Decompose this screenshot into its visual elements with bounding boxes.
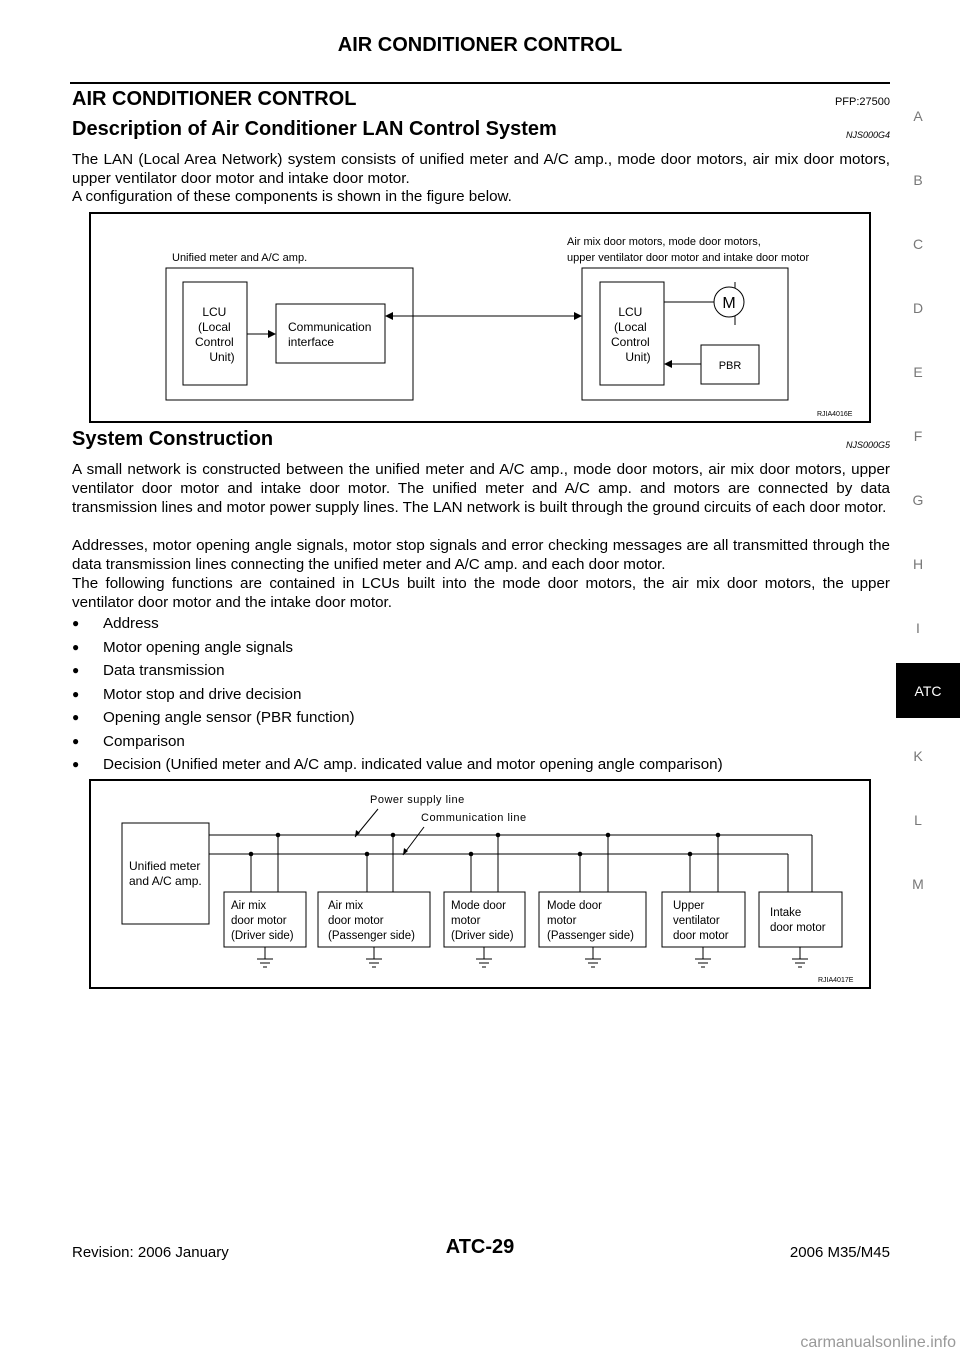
construction-paragraph-2: Addresses, motor opening angle signals, … (72, 537, 890, 573)
pbr-label: PBR (719, 360, 742, 372)
motors-label-line-1: Air mix door motors, mode door motors, (567, 236, 761, 248)
motor-lcu-box (599, 281, 665, 386)
footer-page-number: ATC-29 (445, 1236, 515, 1258)
motor-symbol (713, 286, 745, 318)
motor-label-air-mix-passenger: Air mix door motor (Passenger side) (328, 900, 415, 942)
motor-label-upper-ventilator: Upper ventilator door motor (673, 900, 729, 942)
comm-label-arrowhead (403, 848, 408, 855)
list-item: Motor stop and drive decision (72, 683, 723, 707)
figure-code: RJIA4017E (818, 977, 854, 984)
footer-revision: Revision: 2006 January (72, 1244, 229, 1261)
list-item: Decision (Unified meter and A/C amp. ind… (72, 753, 723, 777)
network-construction-diagram: Power supply line Communication line Uni… (121, 794, 854, 984)
construction-paragraph-1: A small network is constructed between t… (72, 461, 890, 516)
side-tab-b[interactable]: B (913, 172, 923, 188)
list-item: Address (72, 612, 723, 636)
unit-label: Unified meter and A/C amp. (172, 252, 307, 264)
list-item: Motor opening angle signals (72, 636, 723, 660)
construction-code: NJS000G5 (845, 440, 890, 450)
unit-box (165, 267, 414, 401)
drop-lines (250, 835, 813, 892)
side-tab-g[interactable]: G (912, 492, 924, 508)
side-tab-atc-active[interactable]: ATC (896, 663, 960, 718)
network-construction-figure: Power supply line Communication line Uni… (89, 779, 871, 989)
unit-lcu-label: LCU (Local Control Unit) (195, 305, 237, 364)
description-paragraph-2: A configuration of these components is s… (72, 188, 512, 205)
unified-meter-label: Unified meter and A/C amp. (129, 859, 204, 888)
description-paragraph-1: The LAN (Local Area Network) system cons… (72, 151, 890, 187)
side-tab-l[interactable]: L (914, 812, 922, 828)
list-item: Opening angle sensor (PBR function) (72, 706, 723, 730)
side-tab-k[interactable]: K (913, 748, 923, 764)
junction-dots (248, 832, 721, 857)
side-tab-h[interactable]: H (912, 556, 924, 572)
motor-lcu-label: LCU (Local Control Unit) (611, 305, 653, 364)
side-tab-m[interactable]: M (912, 876, 924, 892)
page-header-title: AIR CONDITIONER CONTROL (337, 34, 623, 56)
power-supply-label: Power supply line (370, 794, 465, 806)
lan-configuration-diagram: Unified meter and A/C amp. Air mix door … (165, 236, 853, 418)
construction-paragraph-3: The following functions are contained in… (72, 575, 890, 611)
side-tab-i[interactable]: I (916, 620, 920, 636)
side-tab-f[interactable]: F (913, 428, 923, 444)
watermark-link[interactable]: carmanualsonline.info (800, 1334, 956, 1351)
side-tab-e[interactable]: E (913, 364, 923, 380)
list-item: Data transmission (72, 659, 723, 683)
motor-symbol-label: M (722, 295, 735, 312)
side-tab-a[interactable]: A (913, 108, 923, 124)
figure-code: RJIA4016E (817, 411, 853, 418)
motor-label-intake: Intake door motor (770, 907, 826, 934)
motor-boxes (223, 891, 843, 948)
description-title: Description of Air Conditioner LAN Contr… (72, 118, 557, 140)
description-code: NJS000G4 (845, 130, 890, 140)
motor-label-air-mix-driver: Air mix door motor (Driver side) (231, 900, 294, 942)
construction-title: System Construction (72, 428, 274, 450)
list-item: Comparison (72, 730, 723, 754)
lan-configuration-figure: Unified meter and A/C amp. Air mix door … (89, 212, 871, 423)
header-rule (70, 82, 890, 84)
comm-interface-label: Communication interface (288, 320, 375, 349)
side-tab-c[interactable]: C (912, 236, 924, 252)
section-title: AIR CONDITIONER CONTROL (72, 88, 357, 110)
motors-label-line-2: upper ventilator door motor and intake d… (567, 252, 809, 264)
communication-line-label: Communication line (421, 812, 527, 824)
motor-label-mode-driver: Mode door motor (Driver side) (451, 900, 514, 942)
footer-model: 2006 M35/M45 (789, 1244, 890, 1261)
side-tab-d[interactable]: D (912, 300, 924, 316)
unified-meter-box (121, 822, 210, 925)
motors-box (581, 267, 789, 401)
section-code: PFP:27500 (834, 96, 890, 108)
function-list: Address Motor opening angle signals Data… (72, 612, 723, 777)
comm-interface-box (275, 303, 386, 364)
ground-symbols (257, 947, 808, 968)
motor-label-mode-passenger: Mode door motor (Passenger side) (547, 900, 634, 942)
